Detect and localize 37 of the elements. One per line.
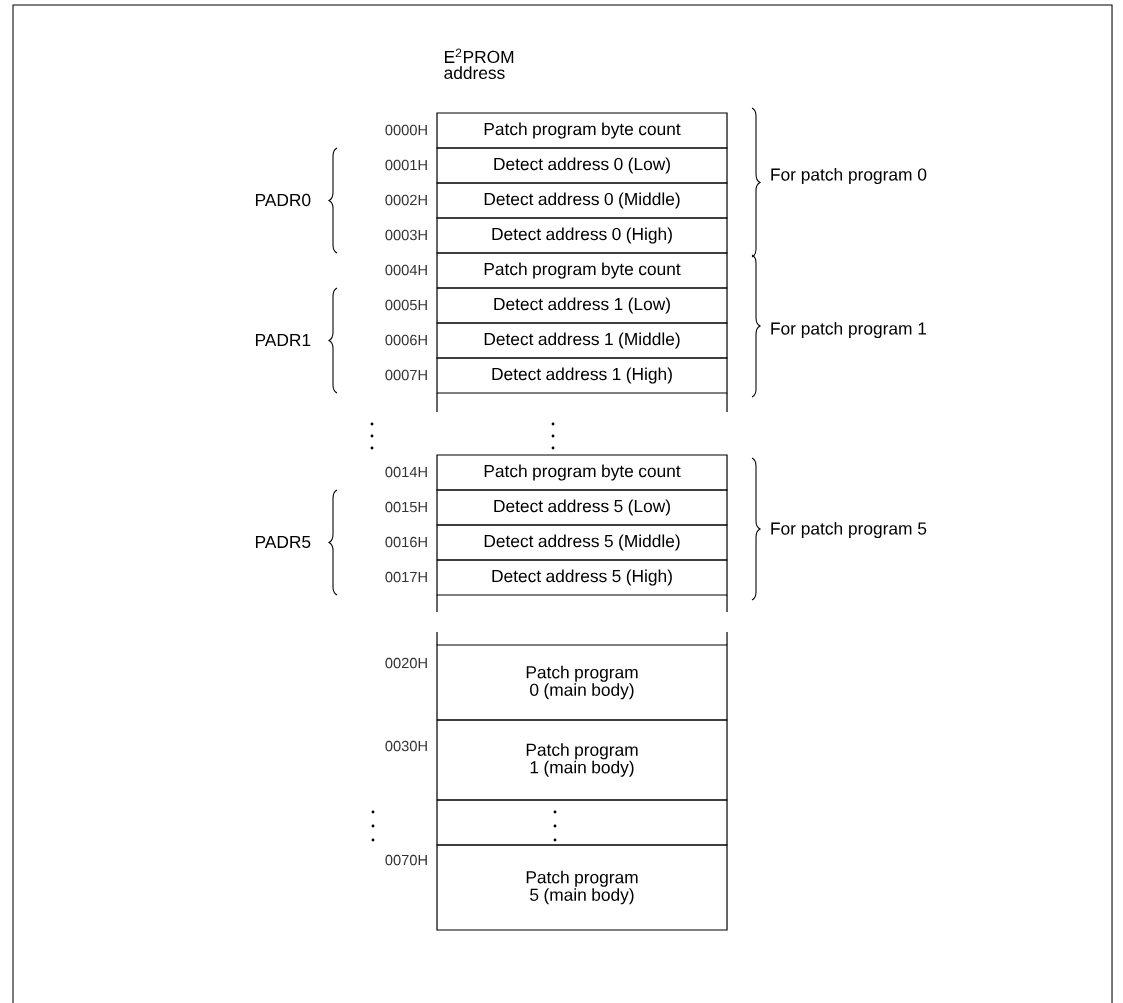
address-label: 0002H [385,194,427,206]
address-label: 0005H [385,299,427,311]
memory-cell: Patch program 0 (main body) [436,644,728,721]
brace-label: For patch program 1 [771,321,927,339]
memory-cell: Patch program byte count [436,252,728,289]
memory-cell: Detect address 1 (High) [436,357,728,394]
memory-cell: Detect address 1 (Middle) [436,322,728,359]
memory-cell: Patch program 1 (main body) [436,719,728,801]
register-label: PADR1 [256,334,311,346]
memory-cell: Detect address 1 (Low) [436,287,728,324]
address-label: 0015H [385,501,427,513]
memory-cell: Detect address 5 (Middle) [436,524,728,561]
address-label: 0016H [385,536,427,548]
address-label: 0006H [385,334,427,346]
memory-cell: Detect address 0 (High) [436,217,728,254]
memory-cell: Patch program byte count [436,112,728,149]
address-label: 0000H [385,124,427,136]
register-label: PADR5 [256,535,311,549]
memory-cell: Detect address 5 (High) [436,559,728,596]
address-label: 0004H [385,264,427,276]
address-label: 0003H [385,229,427,241]
address-label: 0001H [385,159,427,171]
memory-cell: Detect address 5 (Low) [436,489,728,526]
memory-cell: Patch program 5 (main body) [436,844,728,931]
address-label: 0014H [385,466,427,478]
memory-cell [436,799,728,846]
address-label: 0030H [385,740,427,752]
column-heading: E$^{2}$PROM address [444,48,514,80]
memory-cell: Patch program byte count [436,454,728,491]
memory-cell: Detect address 0 (Middle) [436,182,728,219]
address-label: 0017H [385,571,427,583]
register-label: PADR0 [256,193,311,207]
memory-cell: Detect address 0 (Low) [436,147,728,184]
brace-label: For patch program 0 [771,167,927,185]
address-label: 0070H [385,854,427,866]
brace-label: For patch program 5 [771,521,927,539]
address-label: 0007H [385,369,427,381]
